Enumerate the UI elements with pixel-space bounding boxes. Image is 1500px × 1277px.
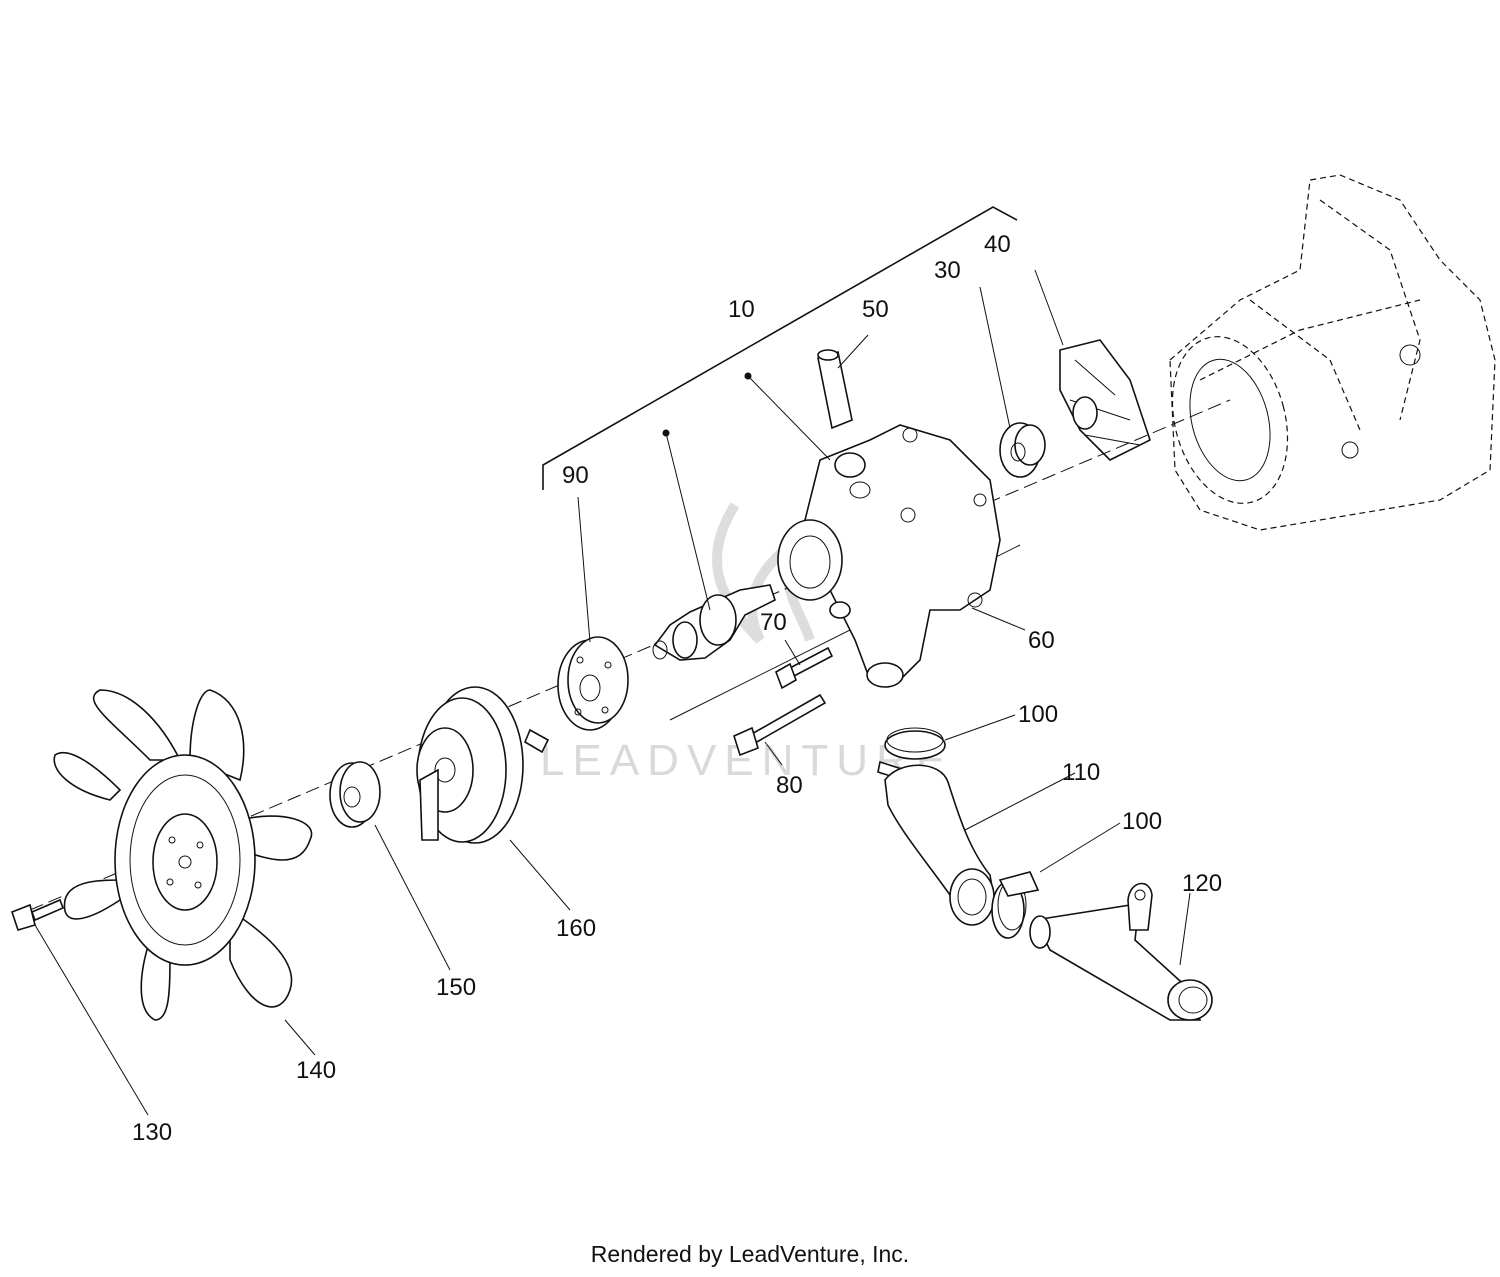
water-pipe xyxy=(1029,882,1213,1021)
engine-block xyxy=(1169,174,1496,531)
fan-spacer xyxy=(329,761,381,828)
callout-80[interactable]: 80 xyxy=(776,772,803,799)
callout-140[interactable]: 140 xyxy=(296,1057,336,1084)
dowel-pin xyxy=(817,349,853,430)
callout-100-upper[interactable]: 100 xyxy=(1018,701,1058,728)
water-pump-housing xyxy=(777,424,1001,688)
impeller xyxy=(1059,339,1151,461)
water-pump-seal xyxy=(999,422,1046,478)
callout-10[interactable]: 10 xyxy=(728,296,755,323)
footer-credit: Rendered by LeadVenture, Inc. xyxy=(591,1241,909,1267)
cooling-fan xyxy=(53,689,313,1021)
callout-160[interactable]: 160 xyxy=(556,915,596,942)
callout-30[interactable]: 30 xyxy=(934,257,961,284)
callout-130[interactable]: 130 xyxy=(132,1119,172,1146)
callout-60[interactable]: 60 xyxy=(1028,627,1055,654)
callout-labels: 10 30 40 50 60 70 80 90 100 110 100 120 … xyxy=(132,231,1222,1146)
water-hose xyxy=(884,764,996,926)
bolt-80 xyxy=(733,693,827,757)
callout-70[interactable]: 70 xyxy=(760,609,787,636)
callout-50[interactable]: 50 xyxy=(862,296,889,323)
hose-clamp-lower xyxy=(991,871,1040,939)
callout-110[interactable]: 110 xyxy=(1062,759,1100,786)
fan-pulley xyxy=(416,686,550,844)
callout-120[interactable]: 120 xyxy=(1182,870,1222,897)
fan-bolt xyxy=(11,898,65,931)
leader-lines xyxy=(34,269,1191,1116)
callout-150[interactable]: 150 xyxy=(436,974,476,1001)
callout-90[interactable]: 90 xyxy=(562,462,589,489)
pulley-flange xyxy=(557,636,629,731)
bolt-70 xyxy=(775,646,834,690)
callout-40[interactable]: 40 xyxy=(984,231,1011,258)
callout-100-lower[interactable]: 100 xyxy=(1122,808,1162,835)
assembly-bracket xyxy=(542,206,1018,490)
